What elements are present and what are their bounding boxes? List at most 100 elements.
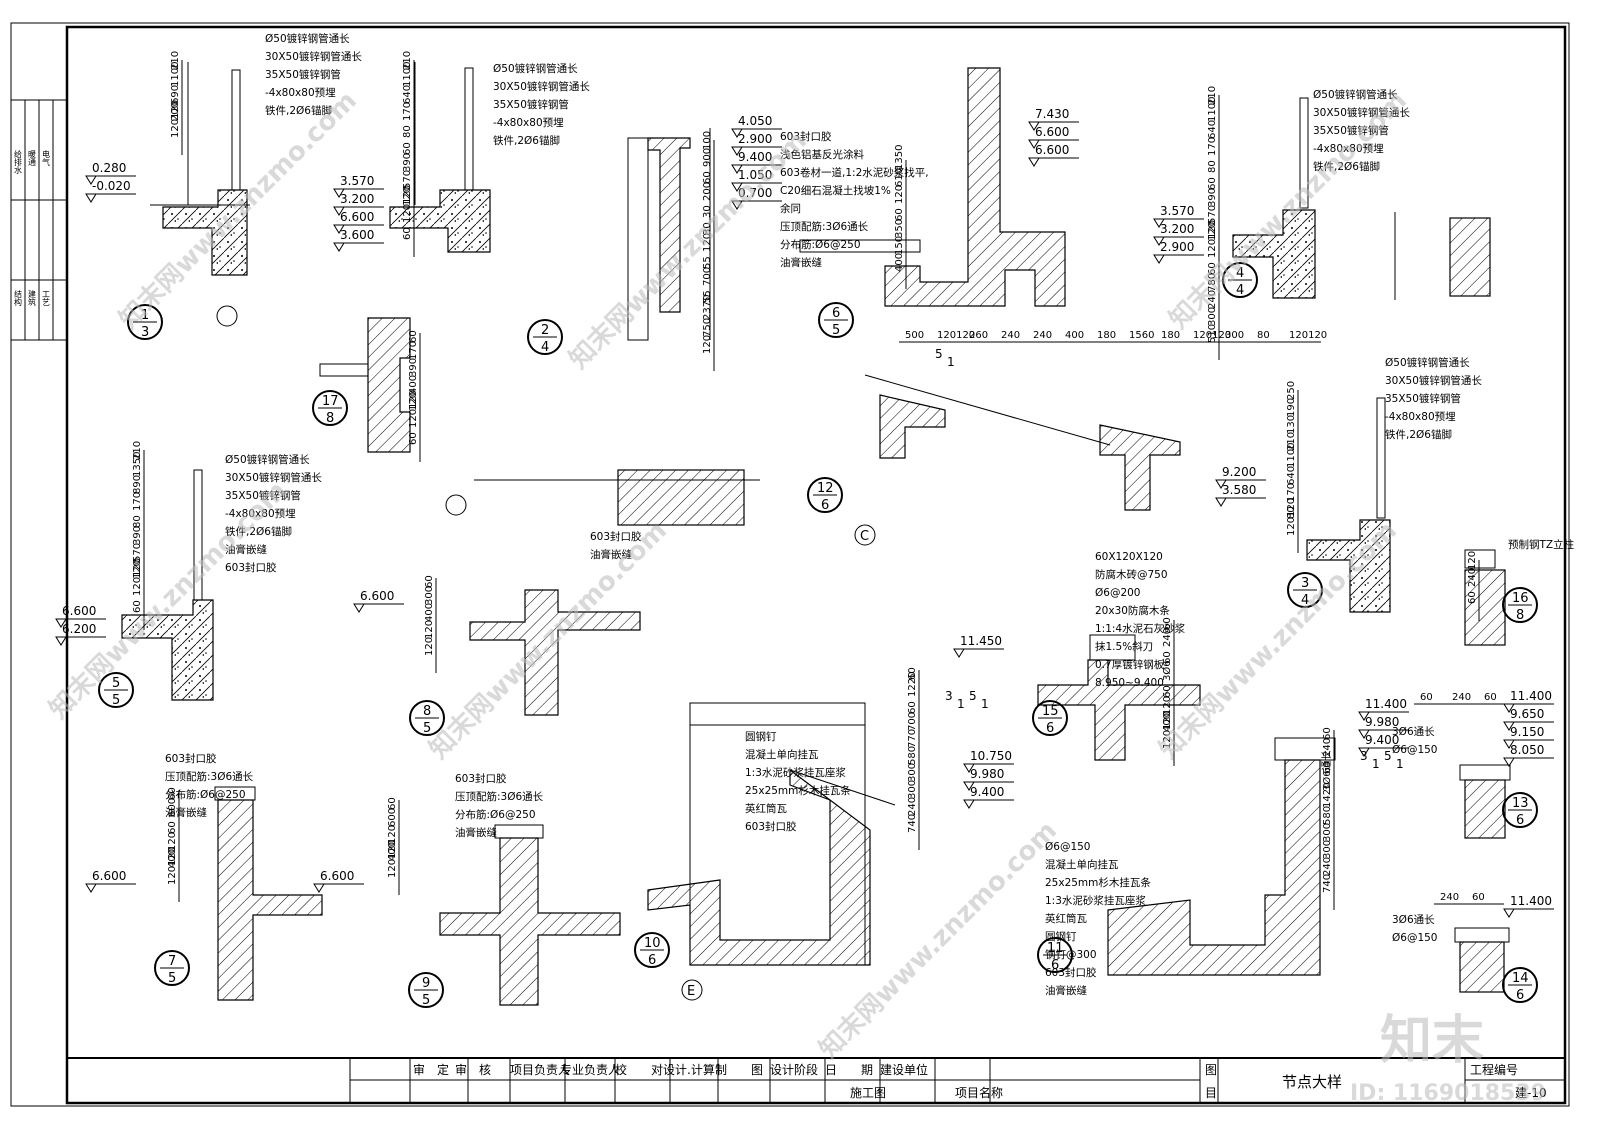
- dimension-text: 640: [402, 85, 413, 104]
- callout-label: 603封口胶: [745, 820, 797, 833]
- dimension-text: 240: [907, 797, 918, 816]
- dimension-text: 400: [424, 603, 435, 622]
- elevation-mark: 11.400: [1365, 697, 1407, 711]
- slope-mark: 3: [1360, 749, 1368, 763]
- dimension-text: 80: [402, 125, 413, 138]
- dimension-text: 780: [1207, 273, 1218, 292]
- dimension-text: 500: [905, 330, 924, 341]
- detail-marker: 178: [312, 390, 348, 426]
- dimension-text: 170: [132, 492, 143, 511]
- detail-marker: 106: [634, 932, 670, 968]
- tb-header-9: 建设单位: [880, 1062, 928, 1077]
- dimension-text: 200: [170, 102, 181, 121]
- callout-label: 铁件,2Ø6锚脚: [1313, 160, 1380, 173]
- callout-label: Ø50镀锌钢管通长: [265, 32, 350, 45]
- dimension-text: 60: [1467, 591, 1478, 604]
- callout-label: 油膏嵌缝: [455, 826, 497, 839]
- dimension-text: 60: [1207, 262, 1218, 275]
- detail-marker: 44: [1222, 262, 1258, 298]
- dimension-text: 570: [132, 543, 143, 562]
- elevation-mark: 11.400: [1510, 689, 1552, 703]
- slope-mark: 1: [947, 355, 955, 369]
- dimension-text: 570: [1207, 205, 1218, 224]
- callout-label: -4x80x80预埋: [1313, 143, 1384, 155]
- callout-label: 30X50镀锌钢管通长: [493, 80, 590, 93]
- dimension-text: 600: [167, 798, 178, 817]
- dimension-text: 120: [408, 392, 419, 411]
- dimension-text: 240: [1322, 738, 1333, 757]
- dimension-text: 400: [387, 842, 398, 861]
- strip-lower-1: 建筑: [28, 289, 37, 307]
- dimension-text: 120120: [1193, 330, 1231, 341]
- dimension-text: 180: [1097, 330, 1116, 341]
- dimension-text: 60: [1472, 892, 1485, 903]
- tb-header-1: 审 核: [455, 1062, 491, 1077]
- detail-marker: 65: [818, 302, 854, 338]
- strip-upper-2: 电气: [42, 149, 51, 166]
- callout-label: Ø6@150: [1392, 932, 1438, 944]
- dimension-text: 750: [702, 318, 713, 337]
- elevation-mark: 6.600: [1035, 125, 1069, 139]
- tb-header-7: 设计阶段: [770, 1062, 818, 1077]
- watermark-id: ID: 1169018539: [1350, 1081, 1546, 1106]
- dimension-text: 150: [894, 236, 905, 255]
- tb-header-4: 校 对: [615, 1062, 663, 1077]
- detail-number: 5: [112, 676, 120, 691]
- detail-d6-5: 603封口胶浅色铝基反光涂料603卷材一道,1:2水泥砂浆找平,C20细石混凝土…: [780, 107, 1079, 338]
- tb-project-no-label: 工程编号: [1470, 1062, 1518, 1077]
- callout-label: C20细石混凝土找坡1%: [780, 184, 891, 197]
- dimension-text: 350: [894, 219, 905, 238]
- elevation-mark: 9.650: [1510, 707, 1544, 721]
- outer-border: [10, 22, 1570, 1107]
- callout-label: Ø6@150: [1392, 744, 1438, 756]
- detail-marker: 24: [527, 319, 563, 355]
- watermark-logo: 知末: [1380, 1011, 1484, 1071]
- strip-lower-0: 结构: [14, 289, 23, 307]
- detail-number: 9: [422, 976, 430, 991]
- detail-number: 1: [141, 308, 149, 323]
- slope-mark: 5: [969, 689, 977, 703]
- callout-label: 铁件,2Ø6锚脚: [225, 525, 292, 538]
- elevation-mark: 9.980: [970, 767, 1004, 781]
- elevation-mark: -0.020: [92, 179, 131, 193]
- detail-marker: 85: [409, 700, 445, 736]
- callout-label: -4x80x80预埋: [493, 117, 564, 129]
- dimension-text: 80: [1286, 506, 1297, 519]
- callout-label: 分布筋:Ø6@250: [165, 788, 246, 801]
- tb-drawing-label-top: 图: [1205, 1063, 1217, 1077]
- dimension-text: 120: [1207, 222, 1218, 241]
- dimension-text: 120: [1162, 696, 1173, 715]
- callout-label: 油膏嵌缝: [590, 548, 632, 561]
- tb-header-3: 专业负责人: [560, 1062, 620, 1077]
- tb-header-0: 审 定: [413, 1062, 449, 1077]
- elevation-mark: 6.600: [92, 869, 126, 883]
- dimension-text: 3Ø6通长: [1321, 750, 1333, 791]
- dimension-text: 390: [402, 153, 413, 172]
- callout-label: -4x80x80预埋: [1385, 411, 1456, 423]
- elevation-mark: 9.980: [1365, 715, 1399, 729]
- dimension-text: 60: [907, 701, 918, 714]
- detail-number: 8: [423, 704, 431, 719]
- dimension-text: 120120: [1286, 498, 1297, 536]
- detail-number: 2: [541, 323, 549, 338]
- callout-label: 603封口胶: [1045, 966, 1097, 979]
- callout-label: 混凝土单向挂瓦: [745, 748, 819, 761]
- dimension-text: 300: [1322, 823, 1333, 842]
- detail-number: 7: [168, 954, 176, 969]
- slope-mark: 1: [1372, 757, 1380, 771]
- dimension-text: 120: [702, 335, 713, 354]
- dimension-text: 60: [1162, 651, 1173, 664]
- dimension-text: 120120: [167, 847, 178, 885]
- detail-marker: 34: [1287, 572, 1323, 608]
- dimension-text: 120: [424, 637, 435, 656]
- dimension-text: 240: [1322, 857, 1333, 876]
- elevation-mark: 0.700: [738, 186, 772, 200]
- detail-number: 16: [1512, 591, 1529, 606]
- detail-d1-3: Ø50镀锌钢管通长30X50镀锌钢管通长35X50镀锌钢管-4x80x80预埋铁…: [85, 32, 362, 340]
- callout-label: 预制钢TZ立柱: [1508, 538, 1575, 551]
- dimension-text: 300: [1207, 307, 1218, 326]
- elevation-mark: 11.450: [960, 634, 1002, 648]
- dimension-text: 30: [702, 205, 713, 218]
- dimension-text: 240: [1001, 330, 1020, 341]
- dimension-text: 170: [1207, 137, 1218, 156]
